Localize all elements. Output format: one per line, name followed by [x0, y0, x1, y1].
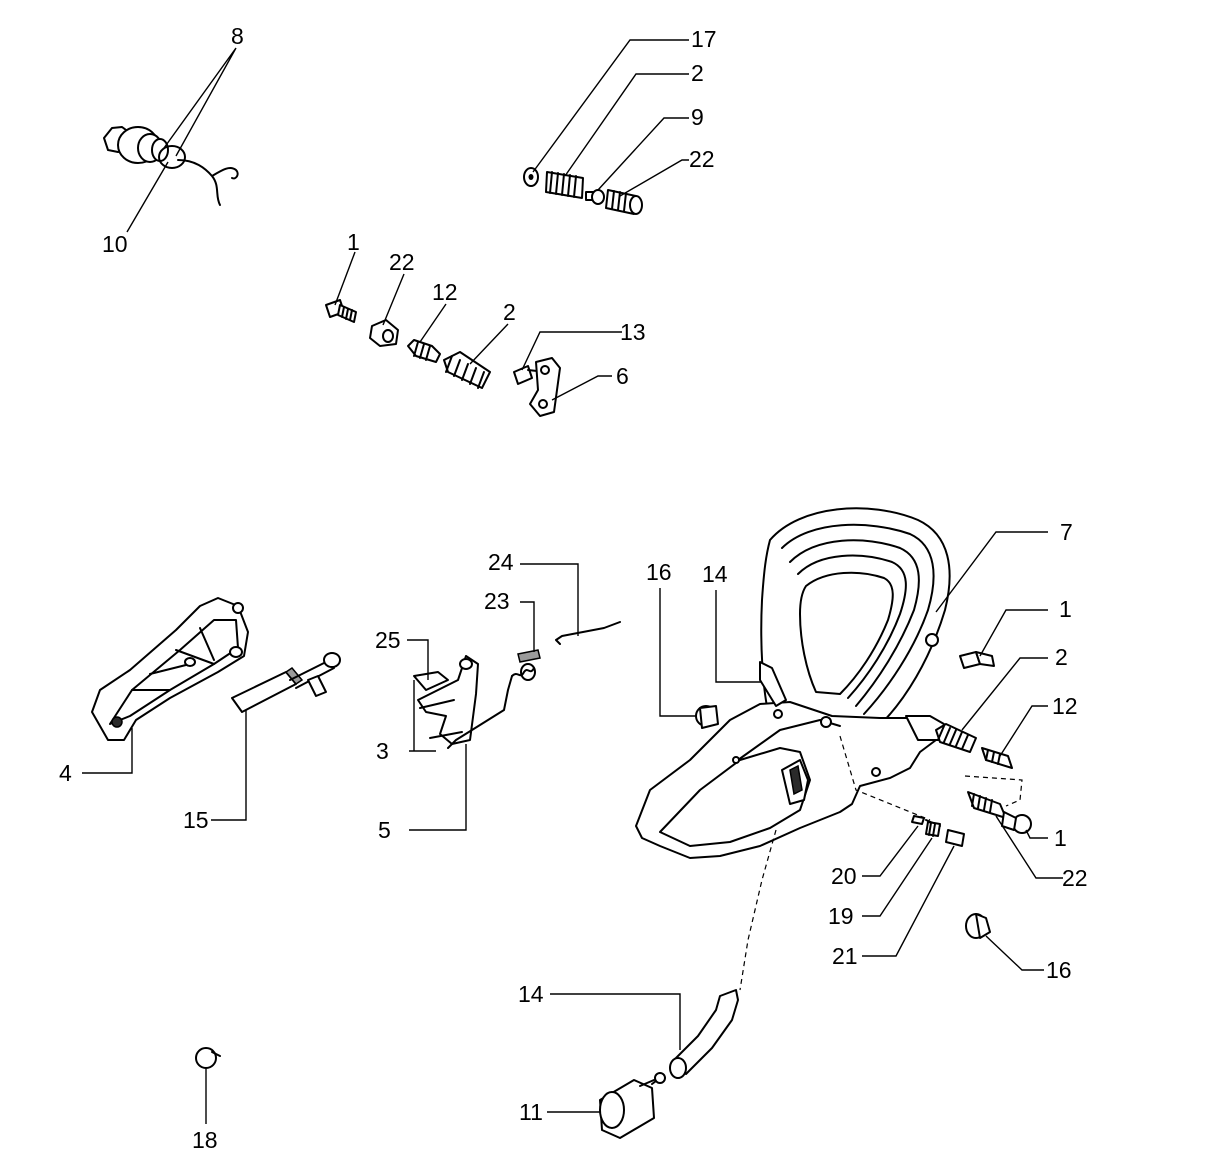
- side-cover: [91, 597, 249, 741]
- callout-5: 5: [378, 817, 391, 843]
- screw-spring-set-middle: [325, 299, 561, 417]
- callout-22: 22: [389, 249, 415, 275]
- screw-spring-set-top: [523, 167, 643, 215]
- callout-2: 2: [503, 299, 516, 325]
- callout-15: 15: [183, 807, 209, 833]
- callout-12: 12: [1052, 693, 1078, 719]
- callout-25: 25: [375, 627, 401, 653]
- callout-3: 3: [376, 738, 389, 764]
- small-pin-spring-sleeve: [911, 815, 965, 847]
- callout-23: 23: [484, 588, 510, 614]
- rear-handle-frame: [635, 507, 951, 859]
- callout-16: 16: [1046, 957, 1072, 983]
- oil-cap-assembly: [103, 126, 239, 206]
- callout-14: 14: [518, 981, 544, 1007]
- callout-9: 9: [691, 104, 704, 130]
- callout-13: 13: [620, 319, 646, 345]
- callout-7: 7: [1060, 519, 1073, 545]
- callout-2: 2: [691, 60, 704, 86]
- choke-rod-and-pin: [517, 621, 621, 663]
- callout-19: 19: [828, 903, 854, 929]
- callout-12: 12: [432, 279, 458, 305]
- callout-1: 1: [1054, 825, 1067, 851]
- callout-6: 6: [616, 363, 629, 389]
- callout-1: 1: [1059, 596, 1072, 622]
- callout-21: 21: [832, 943, 858, 969]
- callout-24: 24: [488, 549, 514, 575]
- callout-10: 10: [102, 231, 128, 257]
- callout-8: 8: [231, 23, 244, 49]
- bushing-upper: [695, 705, 719, 729]
- callout-17: 17: [691, 26, 717, 52]
- throttle-trigger: [413, 655, 479, 745]
- callout-14: 14: [702, 561, 728, 587]
- callout-22: 22: [689, 146, 715, 172]
- callout-16: 16: [646, 559, 672, 585]
- callout-18: 18: [192, 1127, 218, 1153]
- screw-spring-set-right: [935, 651, 1032, 834]
- bushing-lower: [965, 913, 991, 939]
- small-plug: [195, 1047, 221, 1069]
- throttle-lever: [231, 652, 341, 713]
- fuel-hose-and-filter: [599, 829, 777, 1139]
- callout-2: 2: [1055, 644, 1068, 670]
- callout-4: 4: [59, 760, 72, 786]
- callout-22: 22: [1062, 865, 1088, 891]
- callout-20: 20: [831, 863, 857, 889]
- callout-1: 1: [347, 229, 360, 255]
- throttle-rod-spring: [447, 663, 536, 749]
- callout-11: 11: [519, 1099, 543, 1125]
